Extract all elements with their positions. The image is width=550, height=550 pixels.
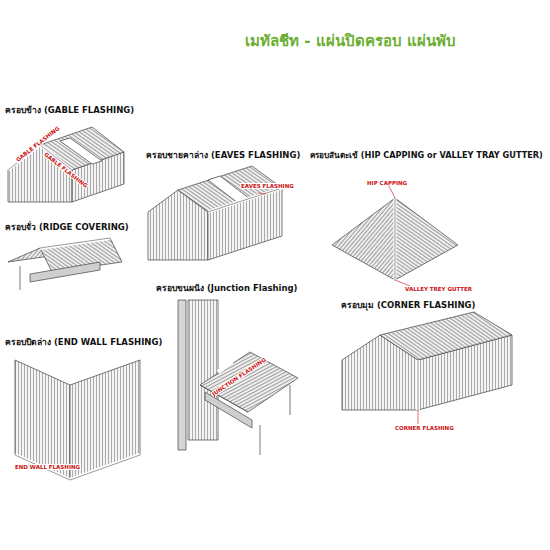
- part-label: EAVES FLASHING: [240, 183, 295, 189]
- section-heading: ครอบจั่ว (RIDGE COVERING): [4, 223, 130, 233]
- part-label: END WALL FLASHING: [14, 464, 81, 470]
- section-heading: ครอบขนผนัง (Junction Flashing): [155, 284, 298, 294]
- part-label: HIP CAPPING: [366, 180, 408, 186]
- part-label: CORNER FLASHING: [394, 425, 455, 431]
- part-label: VALLEY TREY GUTTER: [404, 286, 473, 292]
- section-heading: ครอบสันตะเข้ (HIP CAPPING or VALLEY TRAY…: [309, 151, 544, 160]
- section-heading: ครอบมุม (CORNER FLASHING): [340, 301, 476, 311]
- section-heading: ครอบปิดล่าง (END WALL FLASHING): [4, 338, 163, 348]
- section-heading: ครอบชายคาล่าง (EAVES FLASHING): [145, 151, 301, 161]
- page-title: เมทัลชีท - แผ่นปิดครอบ แผ่นพับ: [245, 33, 456, 50]
- section-heading: ครอบข้าง (GABLE FLASHING): [4, 106, 135, 116]
